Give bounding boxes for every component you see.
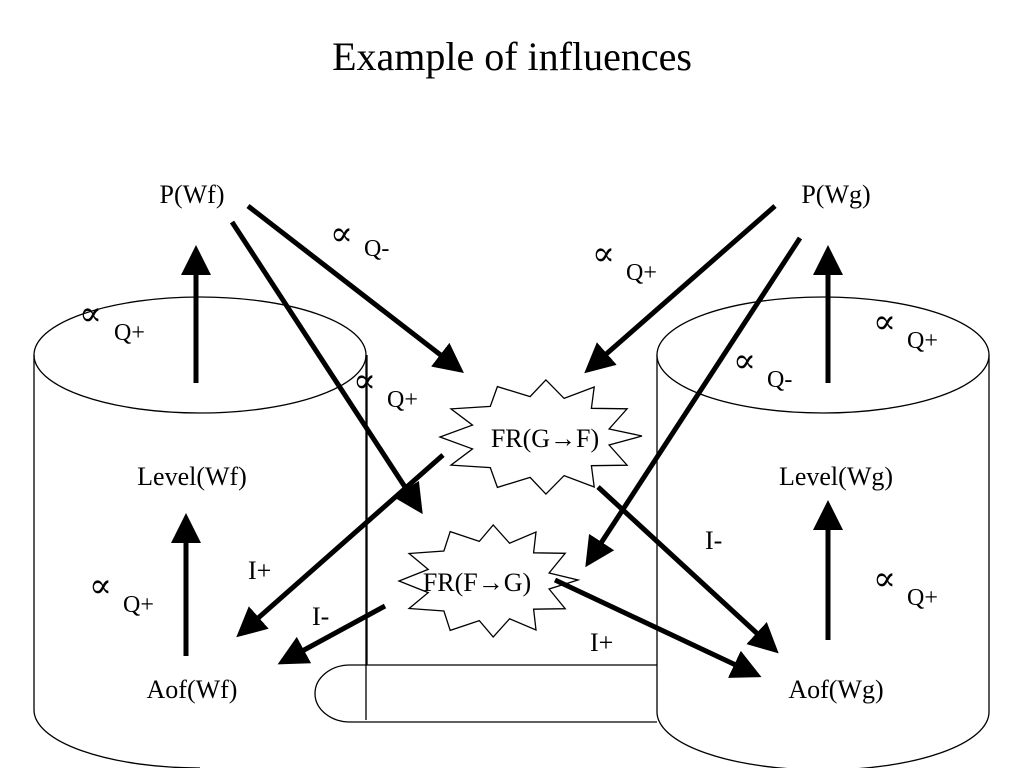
- node-aof-wf: Aof(Wf): [147, 675, 238, 704]
- proportional-symbol: ∝: [79, 296, 102, 333]
- node-fr-f-to-g: FR(F→G): [423, 568, 531, 597]
- influence-i-plus-left: I+: [248, 556, 271, 585]
- proportional-symbol: ∝: [330, 216, 353, 253]
- influence-prop-q-plus-right-upper: ∝ Q+: [873, 304, 938, 354]
- node-p-wf: P(Wf): [160, 180, 225, 209]
- influence-type: Q+: [387, 387, 418, 413]
- proportional-symbol: ∝: [592, 236, 615, 273]
- arrow-fr-g-f-to-aof-wg: [596, 485, 779, 654]
- tank-wf: [33, 296, 367, 768]
- influence-type: Q+: [123, 592, 154, 618]
- arrow-fr-f-g-to-aof-wf: [277, 603, 387, 665]
- starburst-fr-g-to-f: [438, 378, 643, 496]
- influence-i-plus-bottom: I+: [590, 628, 613, 657]
- node-fr-g-to-f: FR(G→F): [491, 424, 599, 453]
- node-level-wg: Level(Wg): [779, 462, 893, 491]
- proportional-symbol: ∝: [873, 561, 896, 598]
- page-title: Example of influences: [332, 34, 692, 79]
- influence-type: Q-: [767, 367, 792, 393]
- influence-prop-q-plus-top-right: ∝ Q+: [592, 236, 657, 286]
- arrow-p-wf-to-fr-g-f: [246, 204, 464, 374]
- influence-type: Q+: [114, 320, 145, 346]
- arrow-p-wg-to-fr-g-f: [584, 204, 777, 374]
- influence-type: Q+: [907, 328, 938, 354]
- influence-prop-q-plus-right-lower: ∝ Q+: [873, 561, 938, 611]
- proportional-symbol: ∝: [873, 304, 896, 341]
- starburst-fr-f-to-g: [397, 524, 581, 638]
- proportional-symbol: ∝: [353, 363, 376, 400]
- node-aof-wg: Aof(Wg): [788, 675, 883, 704]
- influence-prop-q-minus-right: ∝ Q-: [733, 343, 792, 393]
- arrow-fr-f-g-to-aof-wg: [553, 577, 762, 678]
- influence-i-minus-left: I-: [312, 602, 329, 631]
- proportional-symbol: ∝: [89, 568, 112, 605]
- arrow-fr-g-f-to-aof-wf: [236, 453, 445, 638]
- influence-prop-q-plus-center-left: ∝ Q+: [353, 363, 418, 413]
- influence-type: Q-: [364, 236, 389, 262]
- pipe-connection: [314, 664, 657, 723]
- proportional-symbol: ∝: [733, 343, 756, 380]
- influence-prop-q-minus-top: ∝ Q-: [330, 216, 389, 262]
- node-level-wf: Level(Wf): [137, 462, 247, 491]
- influence-i-minus-right: I-: [705, 526, 722, 555]
- node-p-wg: P(Wg): [801, 180, 870, 209]
- influence-type: Q+: [907, 585, 938, 611]
- influence-prop-q-plus-left-upper: ∝ Q+: [79, 296, 145, 346]
- influence-type: Q+: [626, 260, 657, 286]
- influence-prop-q-plus-left-lower: ∝ Q+: [89, 568, 154, 618]
- arrow-p-wf-to-fr-f-g: [229, 220, 423, 515]
